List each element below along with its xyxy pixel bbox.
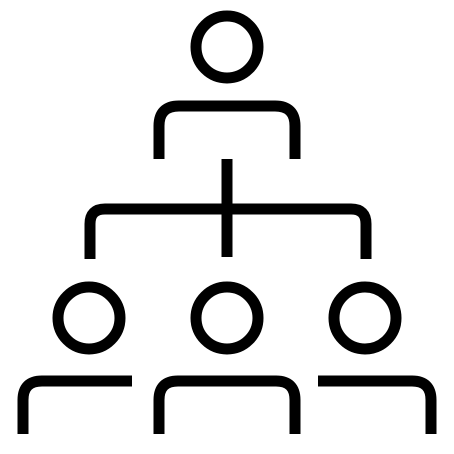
left-person-head bbox=[52, 281, 126, 355]
right-person-shoulders bbox=[318, 375, 437, 434]
left-person-icon bbox=[17, 281, 132, 434]
middle-person-shoulders bbox=[153, 375, 301, 434]
left-person-shoulders bbox=[17, 375, 132, 434]
right-person-icon bbox=[318, 281, 437, 434]
top-person-shoulders bbox=[153, 100, 301, 159]
hierarchy-connector bbox=[84, 159, 372, 259]
top-person-icon bbox=[153, 10, 301, 159]
connector-horizontal-branch bbox=[84, 203, 372, 259]
middle-person-icon bbox=[153, 281, 301, 434]
middle-person-head bbox=[190, 281, 264, 355]
right-person-head bbox=[328, 281, 402, 355]
top-person-head bbox=[190, 10, 264, 84]
